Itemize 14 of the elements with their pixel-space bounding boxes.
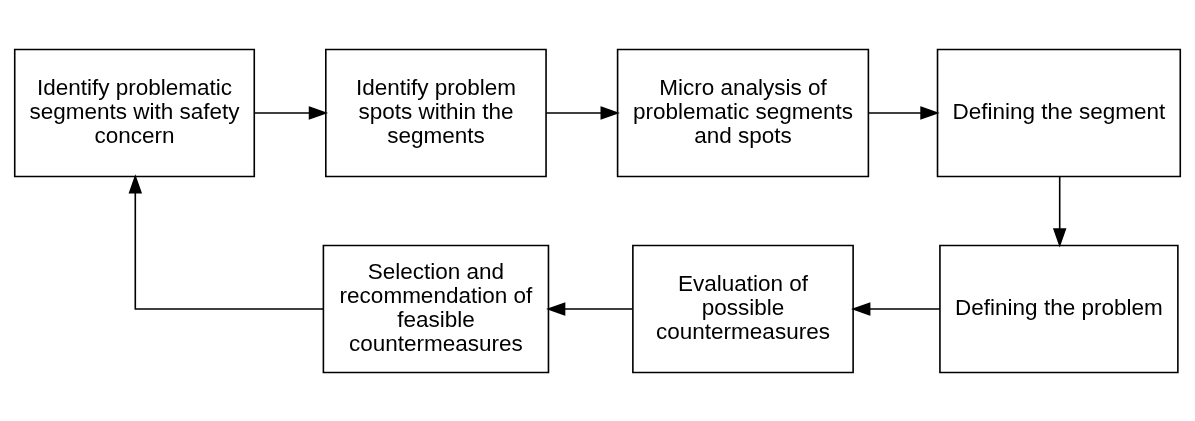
node-box: Selection and recommendation of feasible countermeasures (322, 244, 550, 373)
node-box: Micro analysis of problematic segments and spots (616, 48, 870, 177)
arrow (851, 301, 941, 316)
node-box: Evaluation of possible countermeasures (632, 244, 854, 373)
arrow (545, 105, 620, 120)
arrow (253, 105, 329, 120)
arrow (867, 105, 940, 120)
node-box: Identify problem spots within the segments (325, 48, 547, 177)
arrow (128, 173, 324, 310)
node-box: Defining the problem (939, 244, 1179, 373)
node-box: Identify problematic segments with safety concern (13, 48, 256, 177)
arrow (546, 301, 634, 316)
node-box: Defining the segment (936, 48, 1182, 177)
arrow (1052, 175, 1067, 247)
